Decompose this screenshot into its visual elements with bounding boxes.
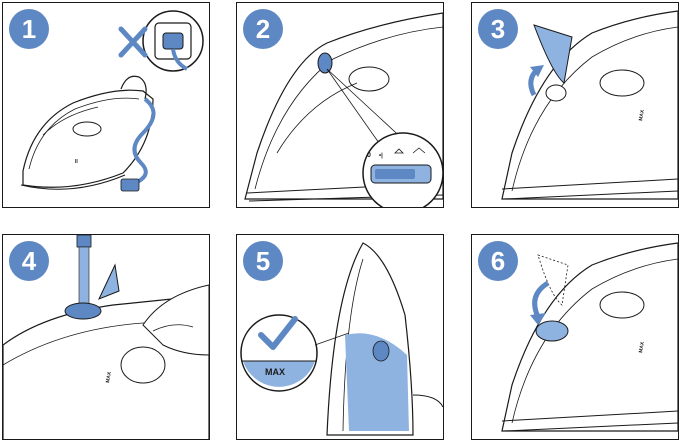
- step-3-panel: MAX 3: [471, 2, 679, 208]
- step-number-badge: 6: [478, 241, 518, 281]
- step-4-panel: MAX 4: [2, 234, 210, 440]
- svg-text:0: 0: [367, 152, 371, 159]
- step-number-badge: 4: [9, 241, 49, 281]
- max-label: MAX: [265, 367, 285, 377]
- step-2-panel: 0 •| 2: [236, 2, 444, 208]
- step-number-badge: 3: [478, 9, 518, 49]
- plug: [121, 179, 139, 191]
- steam-dial: [318, 53, 332, 73]
- prohibited-x-icon: [121, 29, 145, 55]
- step-5-panel: MAX 5: [236, 234, 444, 440]
- step-number-badge: 2: [243, 9, 283, 49]
- step-number-badge: 5: [243, 241, 283, 281]
- step-6-panel: MAX 6: [471, 234, 679, 440]
- step-number-badge: 1: [9, 9, 49, 49]
- water-stream: [79, 247, 89, 307]
- step-1-panel: II 1: [2, 2, 210, 208]
- svg-text:•|: •|: [379, 153, 383, 159]
- filler-cap: [536, 321, 568, 341]
